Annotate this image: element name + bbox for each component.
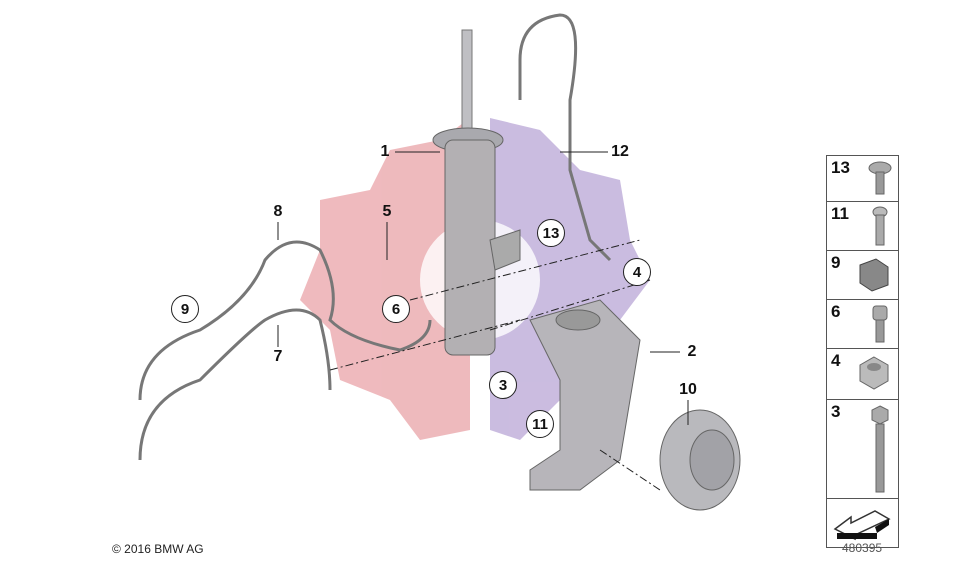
panel-row-11[interactable]: 11: [827, 202, 898, 251]
panel-row-13[interactable]: 13: [827, 156, 898, 202]
panel-number: 13: [831, 158, 850, 177]
panel-number: 11: [831, 204, 849, 223]
callout-6-circled: 6: [382, 295, 410, 323]
callout-2: 2: [687, 343, 697, 360]
panel-number: 6: [831, 302, 841, 321]
callout-8: 8: [273, 203, 283, 220]
socket-screw-icon: [872, 305, 888, 343]
flange-bolt-icon: [868, 161, 892, 195]
callout-9-circled: 9: [171, 295, 199, 323]
panel-number: 9: [831, 253, 841, 272]
wheel-hub: [659, 409, 741, 511]
torx-bolt-icon: [872, 206, 888, 246]
panel-number: 3: [831, 402, 841, 421]
callout-1: 1: [380, 143, 390, 160]
panel-row-4[interactable]: 4: [827, 349, 898, 400]
callout-7: 7: [273, 348, 283, 365]
shock-absorber-strut: [432, 29, 521, 356]
panel-row-3[interactable]: 3: [827, 400, 898, 499]
diagram-number: 480395: [842, 541, 883, 555]
callout-10: 10: [679, 381, 697, 398]
panel-row-9[interactable]: 9: [827, 251, 898, 300]
callout-11-circled: 11: [526, 410, 554, 438]
panel-row-6[interactable]: 6: [827, 300, 898, 349]
wheel-speed-sensor-cable: [138, 13, 612, 461]
callout-5: 5: [382, 203, 392, 220]
callout-3-circled: 3: [489, 371, 517, 399]
copyright-text: © 2016 BMW AG: [112, 542, 204, 556]
callout-12: 12: [611, 143, 629, 160]
steering-knuckle: [529, 299, 641, 491]
direction-arrow-icon: [833, 510, 891, 541]
hex-nut-icon: [859, 356, 889, 390]
panel-row-arrow[interactable]: [827, 499, 898, 547]
parts-panel: 13 11 9 6 4 3: [826, 155, 899, 548]
cable-clip-icon: [859, 258, 889, 292]
hex-bolt-icon: [871, 405, 889, 493]
leader-lines: [277, 151, 689, 491]
callout-13-circled: 13: [537, 219, 565, 247]
callout-4-circled: 4: [623, 258, 651, 286]
panel-number: 4: [831, 351, 841, 370]
